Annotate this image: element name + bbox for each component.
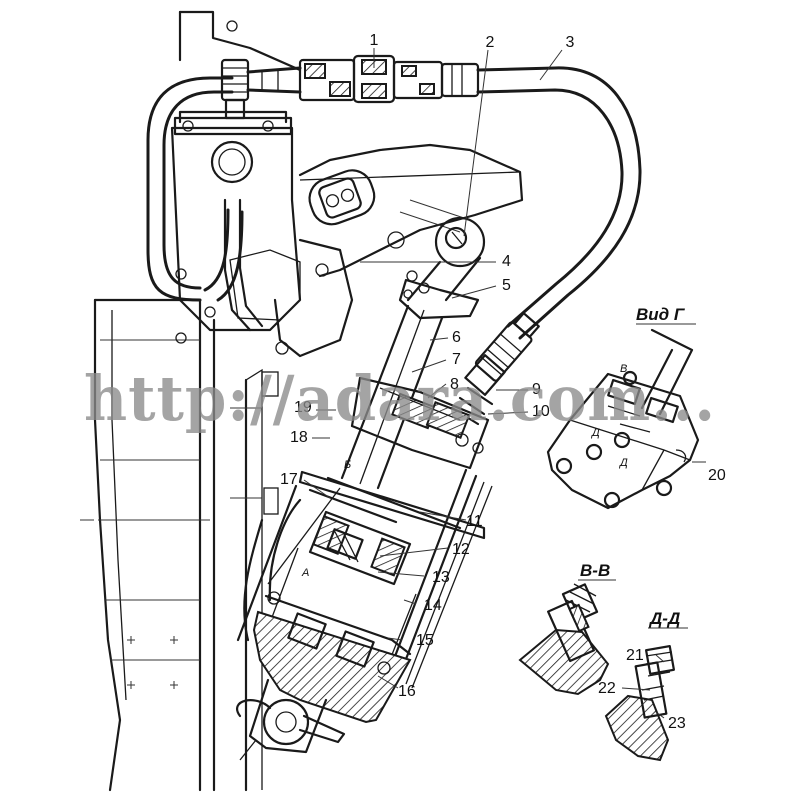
callout-21: 21 — [626, 647, 644, 664]
callout-14: 14 — [424, 597, 442, 614]
view-g-valve — [546, 328, 700, 510]
cavity-v-label: В — [620, 363, 627, 375]
hydraulic-cylinder — [236, 304, 493, 761]
section-vv — [518, 583, 610, 696]
callout-13: 13 — [432, 569, 450, 586]
callout-1: 1 — [370, 32, 379, 49]
section-dd-label: Д-Д — [648, 609, 680, 628]
callout-5: 5 — [502, 277, 511, 294]
callout-6: 6 — [452, 329, 461, 346]
callout-10: 10 — [532, 403, 550, 420]
callout-19: 19 — [294, 399, 312, 416]
section-vv-label: В-В — [580, 561, 610, 580]
watermark-text: http://adara.com... — [84, 362, 716, 435]
callout-8: 8 — [450, 376, 459, 393]
callout-17: 17 — [280, 471, 298, 488]
callout-18: 18 — [290, 429, 308, 446]
cavity-labels: А Б В Д Д — [301, 363, 628, 579]
callout-23: 23 — [668, 715, 686, 732]
callout-15: 15 — [416, 632, 434, 649]
callout-2: 2 — [486, 34, 495, 51]
high-pressure-hose — [450, 66, 642, 426]
section-labels: Вид Г В-В Д-Д — [580, 305, 686, 628]
cavity-a-label: А — [301, 567, 309, 579]
view-g-label: Вид Г — [636, 305, 686, 324]
callout-3: 3 — [566, 34, 575, 51]
callout-22: 22 — [598, 680, 616, 697]
callout-4: 4 — [502, 253, 511, 270]
distributor-housing — [170, 110, 524, 358]
cavity-b-label: Б — [344, 459, 351, 471]
callout-20: 20 — [708, 467, 726, 484]
cavity-d2-label: Д — [618, 457, 628, 469]
supply-pipe-left — [146, 76, 244, 302]
callout-12: 12 — [452, 541, 470, 558]
cavity-d1-label: Д — [590, 427, 600, 439]
rod-eye-pivot — [398, 216, 486, 320]
leader-lines — [303, 48, 706, 719]
top-valve-assembly — [220, 54, 480, 120]
callout-11: 11 — [466, 513, 483, 530]
callout-9: 9 — [532, 381, 541, 398]
section-dd — [604, 644, 676, 762]
callout-7: 7 — [452, 351, 461, 368]
callout-numbers: 1 2 3 4 5 6 7 8 9 10 11 12 13 14 15 16 1… — [280, 32, 726, 732]
callout-16: 16 — [398, 683, 416, 700]
